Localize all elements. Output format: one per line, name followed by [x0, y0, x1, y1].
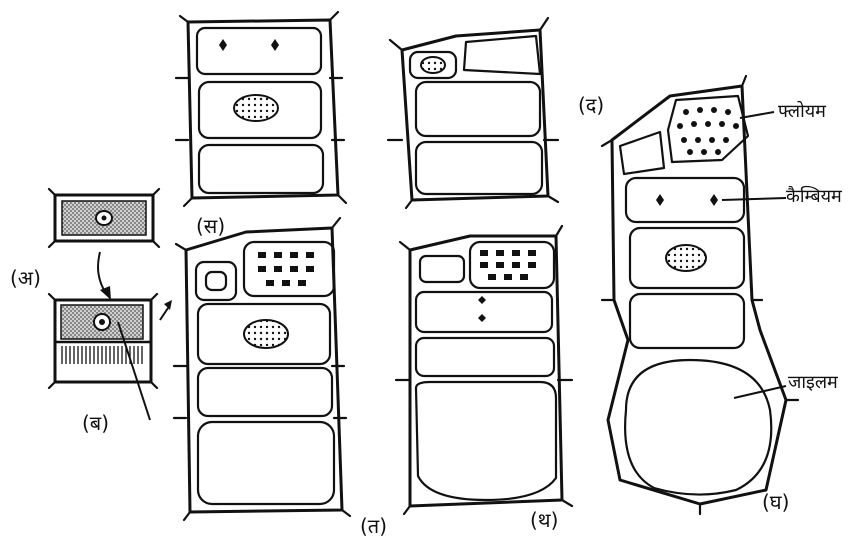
stage-t-cells — [174, 218, 350, 520]
label-stage-d: (द) — [578, 95, 604, 115]
label-stage-th: (थ) — [530, 510, 558, 530]
stage-t-phloem-contents — [258, 252, 314, 286]
arrow-a-to-b — [98, 252, 106, 294]
label-stage-a: (अ) — [10, 268, 41, 288]
label-xylem: जाइलम — [788, 374, 838, 392]
arrow-a-to-b-head — [100, 286, 111, 300]
stage-gh-phloem-contents — [677, 107, 739, 155]
label-stage-b: (ब) — [82, 413, 109, 433]
stage-a-cell — [49, 189, 159, 247]
stage-b-cells — [49, 294, 172, 420]
label-phloem: फ्लोयम — [778, 103, 826, 121]
label-stage-t: (त) — [360, 516, 387, 536]
stage-th-phloem-contents — [480, 250, 536, 280]
stage-th-cells — [396, 226, 572, 514]
stage-gh-cells — [602, 76, 798, 514]
cambium-leader-line — [722, 198, 786, 200]
phloem-leader-line — [740, 112, 774, 118]
stage-d-cells — [388, 18, 558, 208]
stage-s-cells — [176, 12, 346, 206]
label-stage-gh: (घ) — [762, 492, 789, 512]
label-stage-s: (स) — [196, 216, 225, 236]
label-cambium: कैम्बियम — [786, 188, 842, 206]
